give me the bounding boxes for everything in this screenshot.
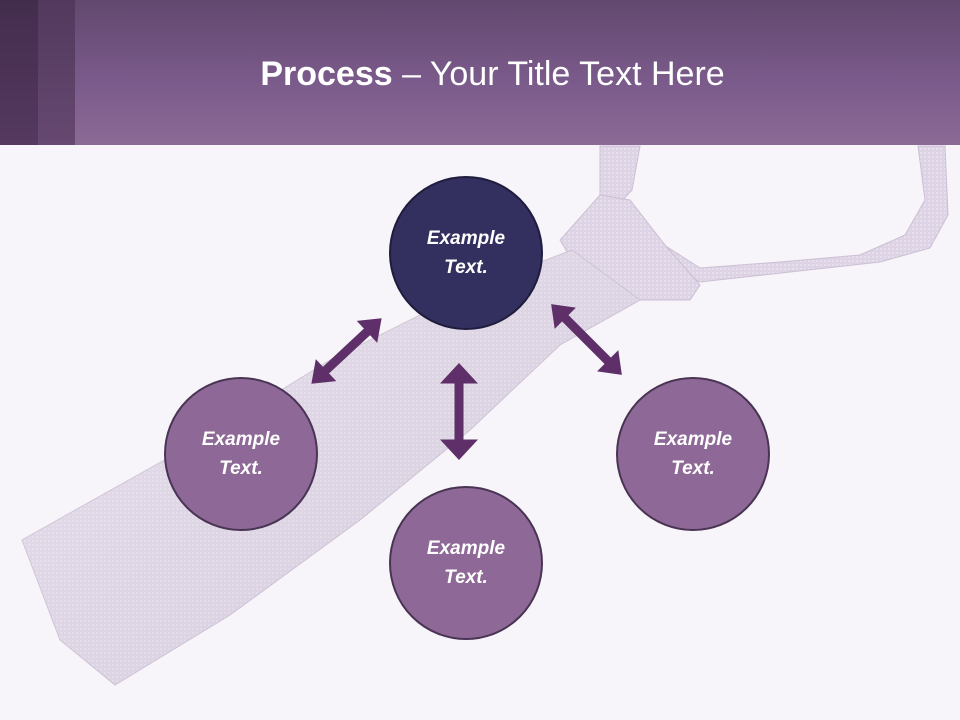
left-node-line1: Example — [201, 429, 281, 450]
bottom-node-line2: Text. — [444, 567, 488, 588]
arrow-center-bottom — [440, 363, 478, 460]
tie-neck-band — [599, 145, 641, 206]
banner-accent-dark — [0, 0, 38, 145]
left-node-line2: Text. — [219, 458, 263, 479]
arrow-center-right — [551, 304, 622, 375]
center-node-line2: Text. — [444, 257, 488, 278]
connector-arrows — [311, 304, 622, 460]
bottom-node-line1: Example — [426, 538, 506, 559]
bottom-node[interactable]: Example Text. — [389, 486, 543, 640]
right-node-line1: Example — [653, 429, 733, 450]
right-node-line2: Text. — [671, 458, 715, 479]
title-banner: Process – Your Title Text Here — [0, 0, 960, 145]
center-node-line1: Example — [426, 228, 506, 249]
title-rest: Your Title Text Here — [429, 55, 725, 93]
slide-title[interactable]: Process – Your Title Text Here — [75, 50, 910, 98]
tie-shading — [22, 250, 640, 685]
right-node[interactable]: Example Text. — [616, 377, 770, 531]
left-node[interactable]: Example Text. — [164, 377, 318, 531]
tie-tail-band — [639, 145, 949, 283]
arrow-center-left — [311, 318, 382, 384]
title-separator: – — [392, 55, 430, 93]
center-node[interactable]: Example Text. — [389, 176, 543, 330]
title-bold: Process — [260, 55, 393, 93]
banner-accent-mid — [38, 0, 75, 145]
